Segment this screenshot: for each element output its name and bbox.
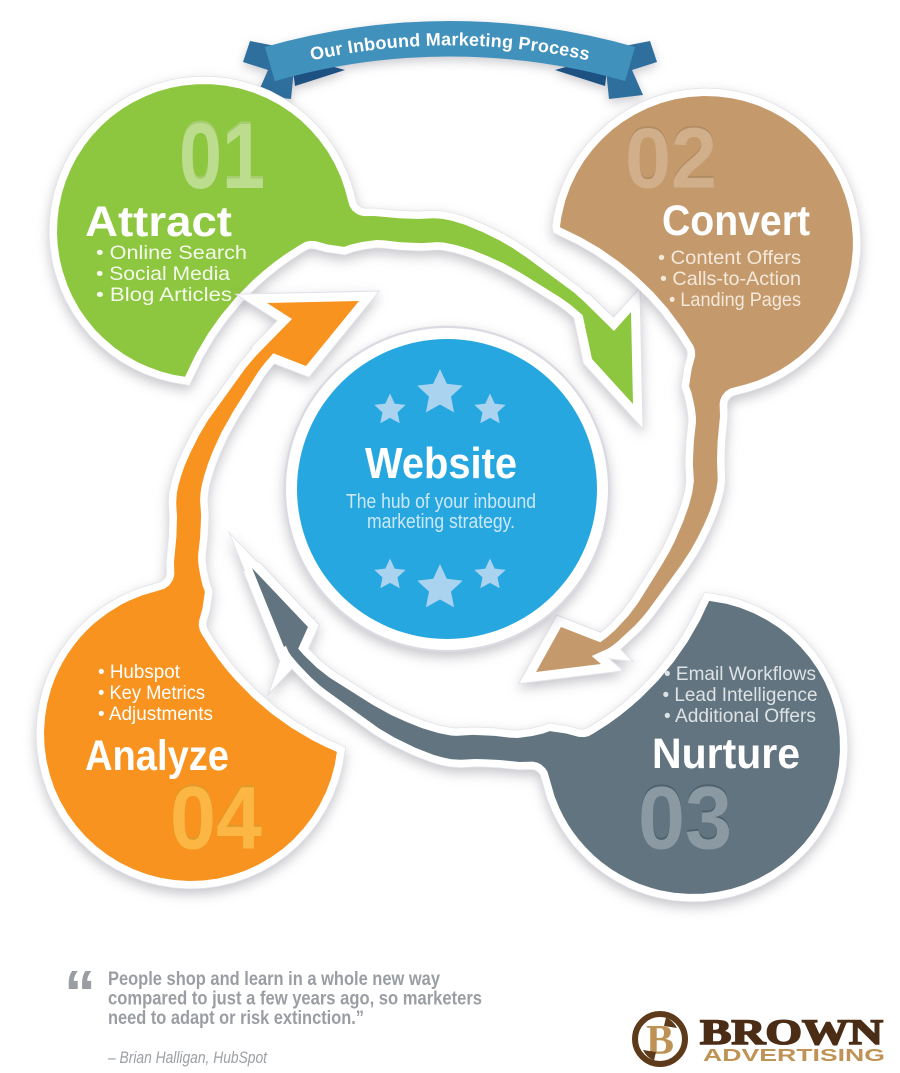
svg-text:03: 03 <box>638 768 732 868</box>
svg-text:• Content Offers: • Content Offers <box>658 247 801 269</box>
svg-text:• Calls-to-Action: • Calls-to-Action <box>660 268 801 290</box>
svg-text:01: 01 <box>179 104 265 208</box>
svg-text:04: 04 <box>170 768 262 868</box>
svg-text:02: 02 <box>625 110 717 205</box>
svg-text:03: 03 <box>638 766 732 866</box>
svg-text:04: 04 <box>170 766 262 866</box>
svg-text:• Lead Intelligence: • Lead Intelligence <box>663 684 818 706</box>
svg-text:• Hubspot: • Hubspot <box>98 661 181 683</box>
svg-text:Analyze: Analyze <box>85 732 229 780</box>
svg-text:• Email Workflows: • Email Workflows <box>664 663 816 685</box>
svg-text:People shop and learn in a who: People shop and learn in a whole new way <box>108 969 440 990</box>
svg-text:• Additional Offers: • Additional Offers <box>664 705 816 727</box>
svg-text:“: “ <box>64 957 96 1029</box>
svg-text:Nurture: Nurture <box>652 730 800 778</box>
svg-text:Convert: Convert <box>662 197 810 245</box>
svg-text:• Online Search: • Online Search <box>96 242 247 264</box>
svg-text:marketing strategy.: marketing strategy. <box>367 511 515 533</box>
svg-text:01: 01 <box>179 102 265 206</box>
svg-text:• Key Metrics: • Key Metrics <box>98 682 205 704</box>
svg-text:• Blog Articles: • Blog Articles <box>96 284 232 306</box>
svg-text:• Adjustments: • Adjustments <box>98 703 213 725</box>
svg-text:02: 02 <box>625 112 717 207</box>
svg-text:compared to just a few years a: compared to just a few years ago, so mar… <box>108 989 482 1010</box>
svg-text:– Brian Halligan, HubSpot: – Brian Halligan, HubSpot <box>107 1048 268 1067</box>
svg-text:ADVERTISING: ADVERTISING <box>703 1045 885 1065</box>
svg-text:need to adapt or risk extincti: need to adapt or risk extinction.” <box>108 1008 364 1029</box>
svg-text:• Landing Pages: • Landing Pages <box>669 289 801 311</box>
svg-text:Website: Website <box>365 439 517 488</box>
svg-text:• Social Media: • Social Media <box>96 263 230 285</box>
svg-text:BROWN: BROWN <box>700 1012 883 1052</box>
svg-text:Attract: Attract <box>85 198 232 246</box>
svg-text:The hub of your inbound: The hub of your inbound <box>346 491 536 513</box>
